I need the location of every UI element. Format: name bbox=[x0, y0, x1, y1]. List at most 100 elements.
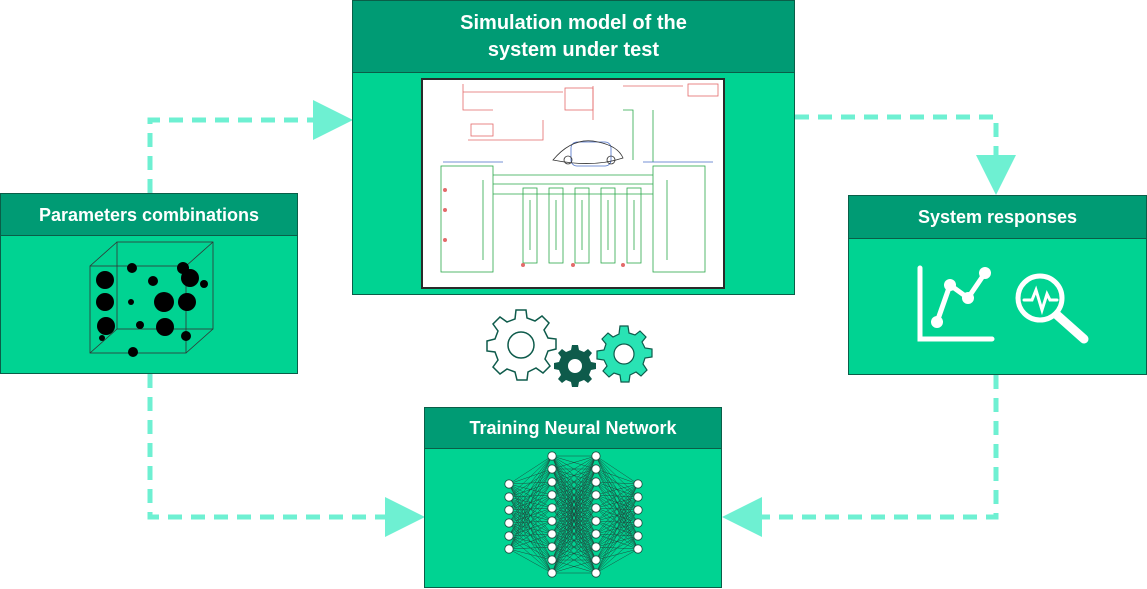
nn-connection bbox=[595, 483, 639, 548]
nn-node bbox=[547, 542, 557, 552]
nn-connection bbox=[551, 455, 597, 483]
nn-connection bbox=[551, 455, 597, 470]
nn-connection bbox=[551, 455, 597, 574]
nn-node bbox=[547, 568, 557, 578]
arrow-simulation-to-responses bbox=[795, 114, 1016, 195]
nn-connection bbox=[551, 468, 597, 574]
responses-box: System responses bbox=[848, 195, 1147, 375]
nn-connection bbox=[551, 507, 597, 574]
nn-node bbox=[504, 531, 514, 541]
nn-node bbox=[547, 477, 557, 487]
nn-node bbox=[591, 464, 601, 474]
nn-connection bbox=[508, 548, 553, 561]
nn-node bbox=[591, 529, 601, 539]
nn-connection bbox=[595, 522, 639, 574]
nn-node bbox=[591, 477, 601, 487]
nn-connection bbox=[595, 483, 639, 535]
nn-connection bbox=[551, 455, 597, 496]
arrow-params-to-training bbox=[147, 374, 425, 537]
arrow-responses-to-training bbox=[722, 375, 999, 537]
nn-node bbox=[547, 516, 557, 526]
nn-connection bbox=[508, 520, 553, 550]
nn-connection bbox=[508, 455, 553, 485]
nn-node bbox=[633, 544, 643, 554]
nn-connection bbox=[551, 533, 597, 574]
nn-connection bbox=[595, 535, 639, 574]
nn-node bbox=[547, 503, 557, 513]
nn-node bbox=[633, 505, 643, 515]
nn-node bbox=[504, 505, 514, 515]
nn-node bbox=[591, 490, 601, 500]
nn-connection bbox=[551, 455, 597, 535]
nn-node bbox=[547, 451, 557, 461]
training-box: Training Neural Network bbox=[424, 407, 722, 588]
nn-connection bbox=[595, 483, 639, 522]
nn-node bbox=[504, 479, 514, 489]
nn-connection bbox=[595, 548, 639, 574]
nn-node bbox=[547, 555, 557, 565]
nn-connection bbox=[551, 494, 597, 574]
nn-connection bbox=[551, 520, 597, 574]
nn-connection bbox=[595, 455, 639, 485]
nn-node bbox=[591, 542, 601, 552]
nn-connection bbox=[508, 455, 553, 511]
nn-node bbox=[547, 529, 557, 539]
vehicle-schematic-image bbox=[421, 78, 725, 289]
nn-connection bbox=[551, 455, 597, 509]
simulation-title: Simulation model of the system under tes… bbox=[353, 1, 794, 73]
nn-connection bbox=[508, 548, 553, 574]
nn-node bbox=[633, 479, 643, 489]
nn-connection bbox=[508, 507, 553, 550]
nn-connection bbox=[508, 455, 553, 537]
nn-node bbox=[591, 451, 601, 461]
nn-node bbox=[633, 518, 643, 528]
nn-connection bbox=[595, 483, 639, 509]
nn-connection bbox=[508, 481, 553, 550]
training-title: Training Neural Network bbox=[425, 408, 721, 449]
nn-node bbox=[547, 490, 557, 500]
nn-connection bbox=[551, 455, 597, 522]
nn-node bbox=[504, 492, 514, 502]
gear-teal-medium bbox=[596, 325, 653, 383]
nn-connection bbox=[551, 546, 597, 574]
nn-connection bbox=[595, 483, 639, 496]
nn-node bbox=[591, 503, 601, 513]
nn-connection bbox=[551, 455, 597, 561]
nn-connection bbox=[508, 455, 553, 524]
nn-connection bbox=[551, 481, 597, 574]
gear-dark-small bbox=[554, 345, 596, 387]
line-chart-icon bbox=[917, 265, 995, 342]
nn-node bbox=[547, 464, 557, 474]
nn-connection bbox=[551, 455, 597, 548]
nn-connection bbox=[508, 546, 553, 550]
simulation-title-line-1: Simulation model of the bbox=[460, 12, 687, 34]
nn-connection bbox=[508, 455, 553, 498]
nn-connection bbox=[508, 533, 553, 550]
nn-connection bbox=[595, 496, 639, 574]
nn-node bbox=[633, 492, 643, 502]
nn-connection bbox=[595, 483, 639, 574]
nn-connection bbox=[508, 494, 553, 550]
nn-connection bbox=[508, 468, 553, 550]
responses-title: System responses bbox=[849, 196, 1146, 239]
nn-connection bbox=[595, 481, 639, 485]
nn-node bbox=[591, 568, 601, 578]
params-title: Parameters combinations bbox=[1, 194, 297, 236]
simulation-title-line-2: system under test bbox=[487, 39, 660, 61]
nn-connection bbox=[508, 455, 553, 550]
nn-node bbox=[591, 555, 601, 565]
nn-node bbox=[633, 531, 643, 541]
magnifier-waveform-icon bbox=[1015, 273, 1089, 344]
nn-connection bbox=[551, 559, 597, 574]
nn-node bbox=[504, 544, 514, 554]
nn-node bbox=[504, 518, 514, 528]
arrow-params-to-simulation bbox=[147, 100, 353, 193]
nn-connection bbox=[595, 483, 639, 561]
nn-connection bbox=[595, 468, 639, 485]
gear-outline-large bbox=[486, 309, 557, 381]
